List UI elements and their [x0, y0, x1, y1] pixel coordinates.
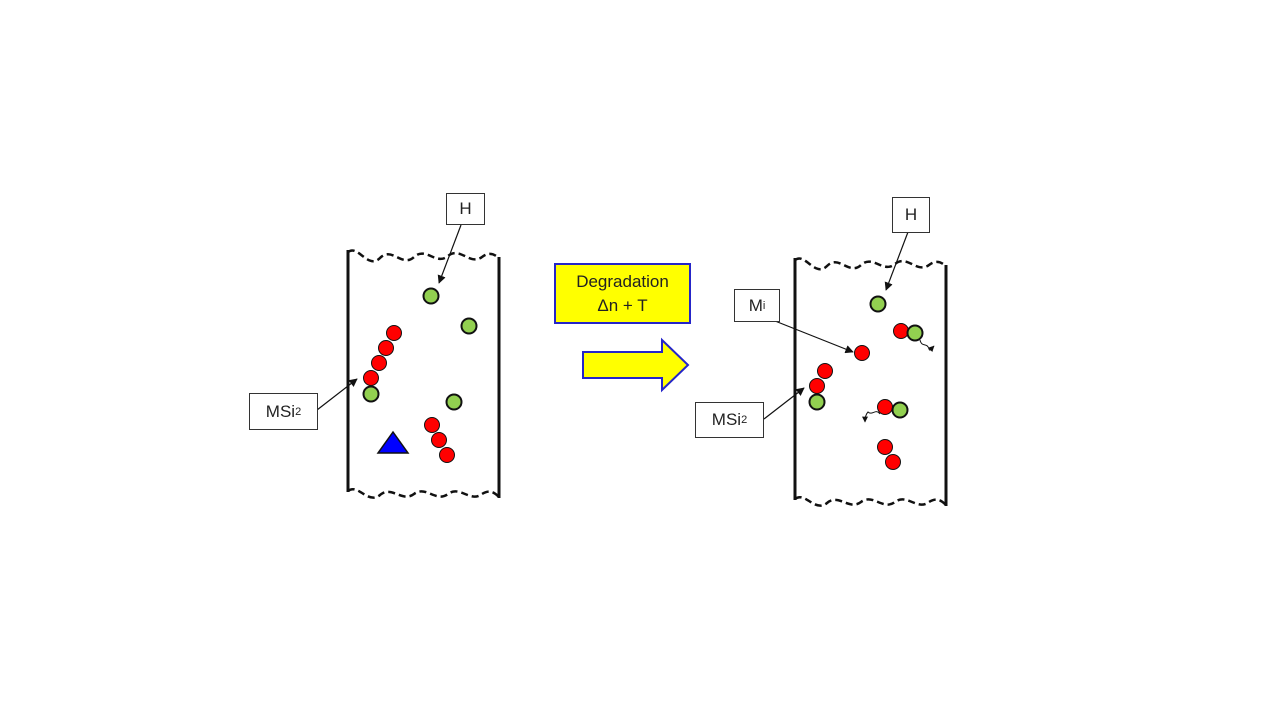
hydrogen-atom	[460, 317, 478, 335]
process-arrow	[582, 337, 690, 393]
metal-atom	[431, 432, 447, 448]
slab-after-top-break	[794, 257, 947, 271]
process-label-title: Degradation	[576, 271, 669, 291]
diffusion-squiggle-icon	[919, 339, 935, 352]
metal-atom	[854, 345, 870, 361]
metal-atom	[877, 439, 893, 455]
metal-atom	[363, 370, 379, 386]
hydrogen-atom	[808, 393, 826, 411]
slab-before-atoms	[362, 287, 478, 463]
label-h-left: H	[446, 193, 485, 225]
hydrogen-atom	[891, 401, 909, 419]
hydrogen-atom	[906, 324, 924, 342]
pointer-left-msi2	[316, 378, 358, 411]
metal-atom	[809, 378, 825, 394]
hydrogen-atom	[422, 287, 440, 305]
label-msi2-right-base: MSi	[711, 410, 742, 429]
metal-atom	[877, 399, 893, 415]
hydrogen-atom	[869, 295, 887, 313]
pointer-left-h	[437, 224, 462, 284]
slab-before-bottom-break	[347, 488, 500, 499]
slab-after-atoms	[808, 295, 935, 470]
label-msi2-left-base: MSi	[265, 401, 296, 421]
metal-atom	[386, 325, 402, 341]
metal-atom	[439, 447, 455, 463]
metal-atom	[371, 355, 387, 371]
metal-atom	[817, 363, 833, 379]
pointer-right-mi	[769, 318, 854, 354]
label-h-left-text: H	[459, 199, 472, 218]
slab-after-bottom-break	[794, 496, 947, 507]
slab-after	[793, 257, 948, 507]
slab-before-top-break	[347, 249, 500, 263]
defect-triangle	[376, 430, 410, 454]
label-mi-right-base: M	[748, 295, 763, 315]
slab-before	[346, 249, 501, 499]
process-label-conditions: Δn + T	[597, 295, 648, 315]
label-h-right: H	[892, 197, 930, 233]
hydrogen-atom	[445, 393, 463, 411]
hydrogen-atom	[362, 385, 380, 403]
metal-atom	[885, 454, 901, 470]
process-label-box: Degradation Δn + T	[554, 263, 691, 324]
label-h-right-text: H	[904, 205, 918, 224]
pointer-right-h	[884, 231, 909, 291]
pointer-right-msi2	[763, 387, 805, 420]
metal-atom	[378, 340, 394, 356]
metal-atom	[424, 417, 440, 433]
metal-atom	[893, 323, 909, 339]
diffusion-squiggle-icon	[862, 411, 881, 423]
